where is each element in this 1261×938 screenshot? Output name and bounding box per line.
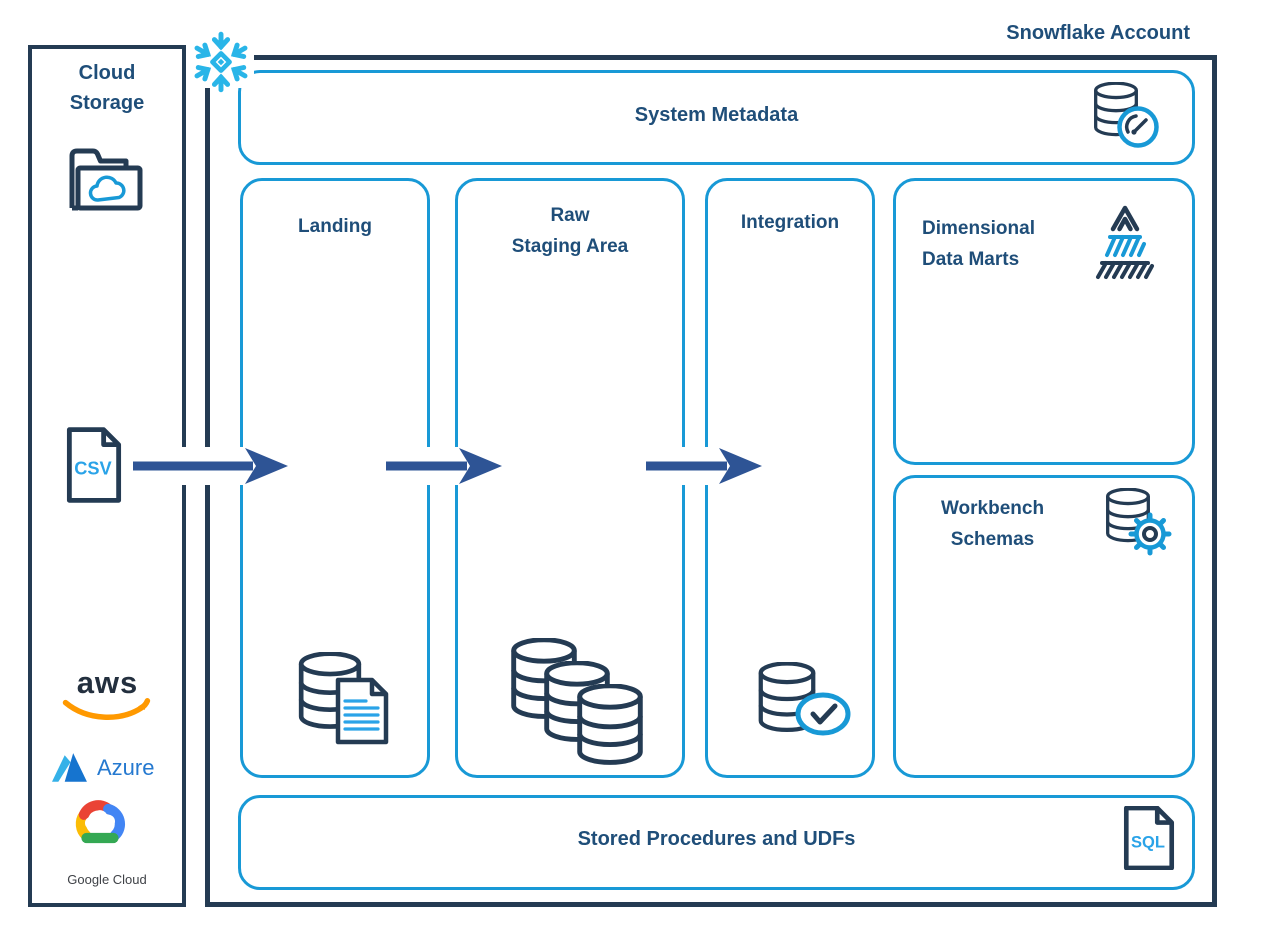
flow-arrow-raw-to-integration (646, 446, 764, 486)
system-metadata-label: System Metadata (634, 104, 799, 126)
raw-staging-label: Raw Staging Area (455, 200, 685, 262)
google-cloud-icon (75, 800, 126, 844)
csv-file-label: CSV (74, 459, 112, 479)
aws-logo-text: aws (76, 665, 139, 700)
aws-smile-icon (62, 698, 151, 720)
azure-logo-text: Azure (97, 755, 155, 780)
workbench-line1: Workbench (940, 498, 1045, 519)
raw-staging-line2: Staging Area (511, 236, 629, 257)
dimensional-label: Dimensional Data Marts (922, 213, 1082, 275)
sql-file-label: SQL (1131, 833, 1165, 851)
azure-triangle-icon (52, 753, 87, 782)
sql-file-icon: SQL (1122, 806, 1176, 870)
dimensional-line2: Data Marts (922, 249, 1020, 270)
database-gear-icon (1104, 488, 1174, 558)
google-cloud-logo (70, 798, 144, 848)
dimensional-data-marts-box (893, 178, 1195, 465)
azure-logo: Azure (52, 752, 172, 784)
cloud-storage-title: Cloud Storage (69, 62, 145, 114)
landing-label: Landing (298, 216, 372, 237)
workbench-line2: Schemas (950, 529, 1035, 550)
integration-label: Integration (740, 212, 840, 233)
snowflake-account-title: Snowflake Account (1006, 22, 1190, 44)
pyramid-layers-icon (1094, 202, 1156, 280)
csv-file-icon: CSV (64, 426, 124, 504)
flow-arrow-csv-to-landing (133, 446, 290, 486)
aws-logo: aws (60, 665, 155, 722)
snowflake-logo-icon (188, 22, 254, 102)
database-check-icon (756, 662, 856, 742)
database-document-icon (296, 652, 392, 746)
raw-staging-line1: Raw (550, 205, 590, 226)
system-metadata-box (238, 70, 1195, 165)
flow-arrow-landing-to-raw (386, 446, 504, 486)
workbench-label: Workbench Schemas (905, 493, 1080, 555)
google-cloud-label: Google Cloud (67, 872, 147, 887)
database-gauge-icon (1092, 82, 1160, 150)
stored-procedures-label: Stored Procedures and UDFs (577, 828, 856, 850)
dimensional-line1: Dimensional (922, 218, 1035, 239)
folder-cloud-icon (62, 144, 152, 214)
database-stack-icon (508, 638, 648, 766)
stored-procedures-box (238, 795, 1195, 890)
